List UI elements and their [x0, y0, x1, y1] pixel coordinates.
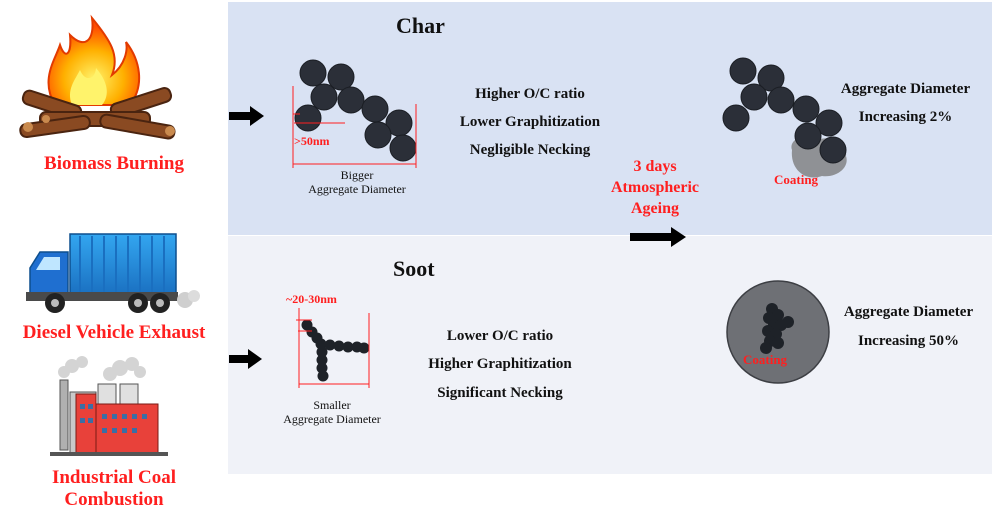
arrow-to-char	[229, 106, 264, 126]
soot-diameter-line2: Aggregate Diameter	[283, 412, 381, 426]
source-coal-label-line2: Combustion	[64, 489, 164, 510]
soot-aggregate	[301, 319, 370, 382]
char-diameter-line2: Aggregate Diameter	[308, 182, 406, 196]
soot-title: Soot	[393, 256, 435, 281]
fire-icon	[19, 14, 176, 140]
soot-diameter-line1: Smaller	[313, 398, 351, 412]
char-property-3: Negligible Necking	[469, 142, 591, 158]
arrow-to-soot	[229, 349, 262, 369]
char-aged-aggregate	[722, 57, 847, 164]
soot-panel	[228, 236, 992, 474]
soot-dimension-lines	[296, 308, 370, 388]
char-title: Char	[396, 13, 445, 38]
char-property-2: Lower Graphitization	[459, 114, 601, 130]
char-property-1: Higher O/C ratio	[475, 86, 585, 102]
source-biomass-label: Biomass Burning	[44, 153, 184, 174]
soot-aged-line2: Increasing 50%	[858, 333, 959, 349]
soot-property-1: Lower O/C ratio	[446, 328, 554, 344]
factory-icon	[50, 356, 168, 456]
char-aged-coating-label: Coating	[774, 172, 819, 187]
ageing-line2: Atmospheric	[611, 179, 699, 196]
truck-icon	[26, 233, 200, 313]
char-panel	[228, 2, 992, 235]
soot-size-label: ~20-30nm	[286, 292, 337, 306]
soot-aged-coating-label: Coating	[743, 352, 788, 367]
char-aggregate	[294, 59, 417, 162]
arrow-ageing	[630, 227, 686, 247]
char-aged-line2: Increasing 2%	[858, 109, 953, 125]
source-diesel-label: Diesel Vehicle Exhaust	[22, 322, 206, 343]
char-size-label: >50nm	[294, 134, 330, 148]
soot-aged-line1: Aggregate Diameter	[843, 304, 974, 320]
soot-property-3: Significant Necking	[437, 385, 563, 401]
char-dimension-lines	[292, 86, 417, 168]
ageing-line1: 3 days	[633, 158, 677, 175]
soot-aged-aggregate	[760, 303, 794, 354]
soot-property-2: Higher Graphitization	[428, 356, 572, 372]
ageing-line3: Ageing	[631, 200, 679, 217]
char-diameter-line1: Bigger	[340, 168, 374, 182]
source-coal-label-line1: Industrial Coal	[51, 467, 177, 488]
char-aged-line1: Aggregate Diameter	[840, 81, 971, 97]
